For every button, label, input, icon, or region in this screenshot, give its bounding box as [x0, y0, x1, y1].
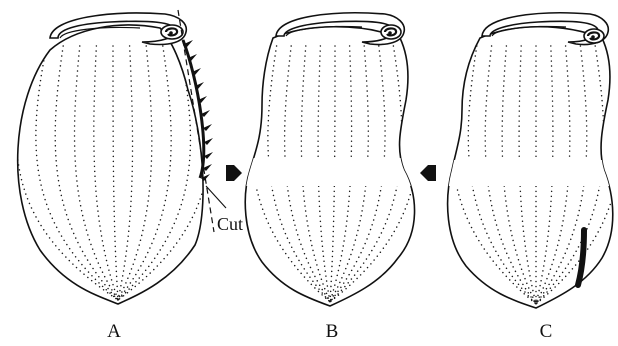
cilium-spike — [204, 138, 213, 145]
panel-label-c: C — [540, 321, 553, 342]
cut-label: Cut — [217, 214, 243, 234]
oral-spiral-icon-a — [161, 25, 183, 39]
cilium-spike — [203, 124, 212, 131]
panel-label-b: B — [326, 321, 339, 342]
oral-spiral-icon-c — [584, 29, 604, 43]
panel-b: B — [240, 13, 420, 342]
panel-a: Cut A — [17, 10, 243, 342]
cut-pointer-line — [206, 186, 226, 208]
oral-spiral-icon-b — [381, 25, 401, 39]
panel-c: C — [440, 13, 618, 342]
cell-body-outline-a — [18, 25, 203, 304]
constriction-arrow-right-icon — [420, 165, 436, 181]
constriction-arrow-left-icon — [226, 165, 242, 181]
panel-label-a: A — [107, 321, 121, 342]
cilium-spike — [204, 152, 213, 159]
fission-furrow-c — [440, 160, 618, 186]
fission-furrow-b — [240, 158, 420, 186]
